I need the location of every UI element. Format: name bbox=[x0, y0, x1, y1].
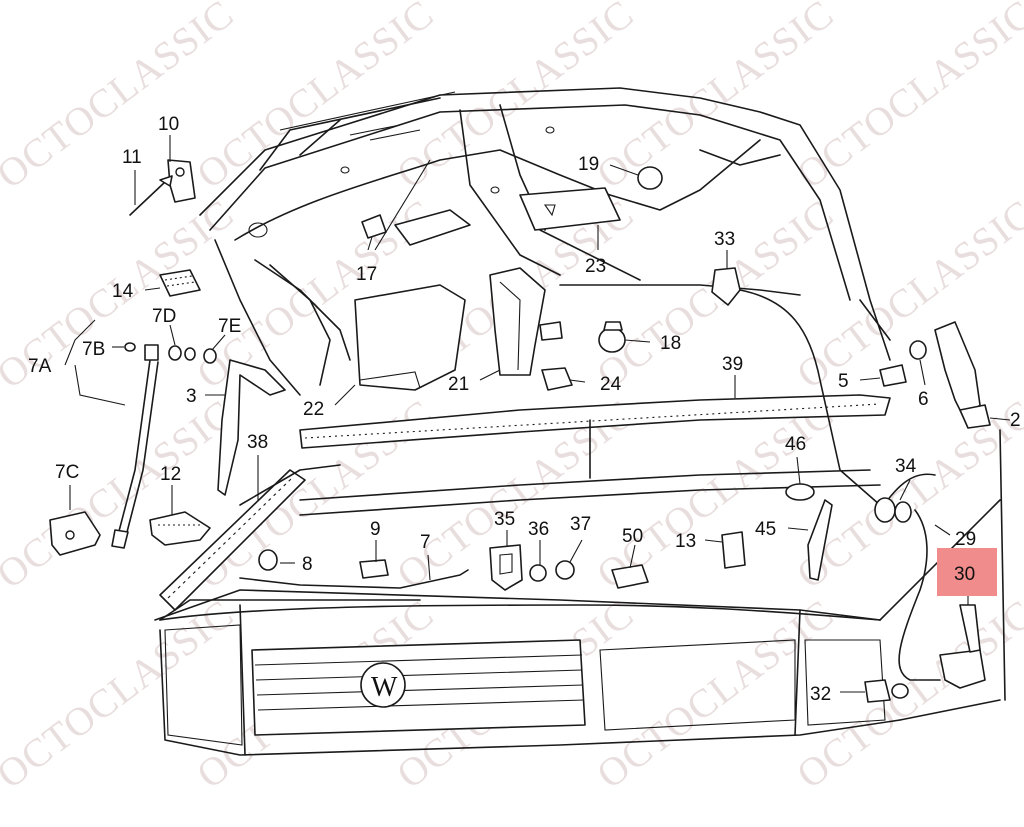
callout-9[interactable]: 9 bbox=[370, 519, 381, 540]
callout-labels: 10 11 14 7D 7E 7B 7A 3 7C 12 38 8 9 7 35… bbox=[28, 114, 1021, 705]
callout-30[interactable]: 30 bbox=[954, 564, 975, 585]
callout-46[interactable]: 46 bbox=[785, 434, 806, 455]
callout-39[interactable]: 39 bbox=[722, 354, 743, 375]
callout-10[interactable]: 10 bbox=[158, 114, 179, 135]
callout-19[interactable]: 19 bbox=[578, 154, 599, 175]
leader-lines bbox=[64, 135, 1011, 693]
svg-text:W: W bbox=[371, 672, 398, 703]
callout-7b[interactable]: 7B bbox=[82, 339, 105, 360]
callout-7[interactable]: 7 bbox=[420, 532, 431, 553]
callout-8[interactable]: 8 bbox=[302, 554, 313, 575]
callout-13[interactable]: 13 bbox=[675, 531, 696, 552]
callout-34[interactable]: 34 bbox=[895, 456, 917, 477]
callout-21[interactable]: 21 bbox=[448, 374, 469, 395]
callout-3[interactable]: 3 bbox=[186, 386, 197, 407]
callout-6[interactable]: 6 bbox=[918, 389, 929, 410]
callout-14[interactable]: 14 bbox=[112, 281, 134, 302]
callout-33[interactable]: 33 bbox=[714, 229, 735, 250]
callout-7a[interactable]: 7A bbox=[28, 356, 52, 377]
hood-drawing: W bbox=[49, 87, 1006, 756]
callout-12[interactable]: 12 bbox=[160, 464, 181, 485]
callout-35[interactable]: 35 bbox=[494, 509, 515, 530]
callout-50[interactable]: 50 bbox=[622, 526, 643, 547]
callout-32[interactable]: 32 bbox=[810, 684, 831, 705]
callout-23[interactable]: 23 bbox=[585, 256, 606, 277]
callout-7d[interactable]: 7D bbox=[152, 306, 176, 327]
callout-7c[interactable]: 7C bbox=[55, 462, 79, 483]
callout-7e[interactable]: 7E bbox=[218, 316, 241, 337]
callout-37[interactable]: 37 bbox=[570, 514, 591, 535]
callout-22[interactable]: 22 bbox=[303, 399, 324, 420]
callout-11[interactable]: 11 bbox=[122, 147, 142, 168]
highlighted-part-box bbox=[937, 548, 997, 596]
callout-38[interactable]: 38 bbox=[247, 432, 268, 453]
callout-17[interactable]: 17 bbox=[356, 264, 377, 285]
callout-24[interactable]: 24 bbox=[600, 374, 622, 395]
callout-36[interactable]: 36 bbox=[528, 519, 549, 540]
callout-45[interactable]: 45 bbox=[755, 519, 776, 540]
callout-5[interactable]: 5 bbox=[838, 371, 849, 392]
callout-2[interactable]: 2 bbox=[1010, 410, 1021, 431]
callout-29[interactable]: 29 bbox=[955, 529, 976, 550]
callout-18[interactable]: 18 bbox=[660, 333, 681, 354]
